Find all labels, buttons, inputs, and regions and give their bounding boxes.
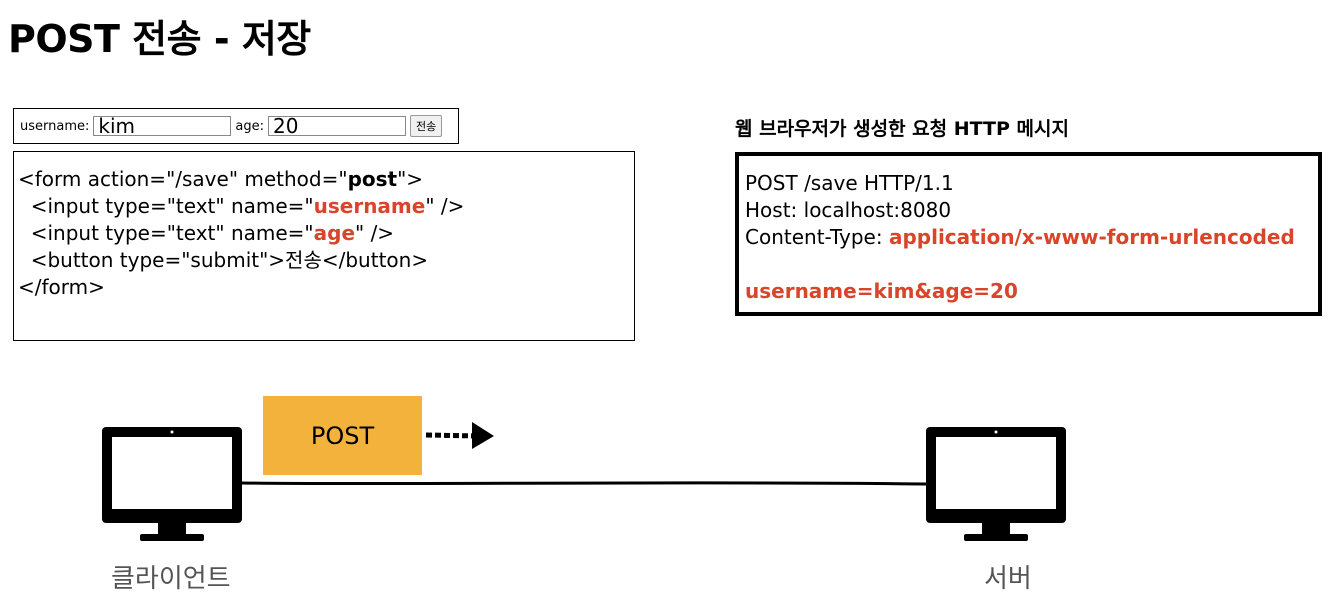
html-code-box: <form action="/save" method="post"> <inp… [13,151,635,341]
connection-line [241,481,927,486]
code-line: <input type="text" name="username" /> [18,193,634,220]
http-message-heading: 웹 브라우저가 생성한 요청 HTTP 메시지 [735,118,1069,140]
username-input[interactable] [93,116,232,136]
http-message-box: POST /save HTTP/1.1 Host: localhost:8080… [735,152,1322,316]
form-demo: username: age: 전송 [13,108,459,144]
code-text: <form action="/save" method=" [18,167,348,191]
client-label: 클라이언트 [111,564,231,594]
age-input[interactable] [267,116,406,136]
submit-button[interactable]: 전송 [409,115,443,137]
http-host-header: Host: localhost:8080 [745,198,952,222]
monitor-icon [926,427,1066,541]
username-label: username: [20,118,90,134]
http-request-line: POST /save HTTP/1.1 [745,171,954,195]
monitor-icon [102,427,242,541]
code-line: <button type="submit">전송</button> [18,248,429,272]
code-line: <input type="text" name="age" /> [18,220,634,247]
header-name: Content-Type: [745,225,889,249]
server-label: 서버 [984,564,1032,594]
code-text: <input type="text" name=" [18,221,314,245]
code-text: <input type="text" name=" [18,194,314,218]
code-line: <form action="/save" method="post"> [18,166,634,193]
http-content-type-header: Content-Type: application/x-www-form-url… [745,224,1318,251]
code-text: " /> [355,221,395,245]
page-title: POST 전송 - 저장 [8,17,311,61]
code-line: </form> [18,275,105,299]
code-text: "> [397,167,424,191]
code-text: " /> [425,194,465,218]
arrow-right-icon [425,422,494,449]
code-age-name: age [313,221,356,245]
age-label: age: [235,118,264,134]
code-method-value: post [347,167,398,191]
http-body: username=kim&age=20 [745,279,1018,303]
code-username-name: username [313,194,426,218]
content-type-value: application/x-www-form-urlencoded [888,225,1295,249]
post-method-badge: POST [263,396,422,475]
